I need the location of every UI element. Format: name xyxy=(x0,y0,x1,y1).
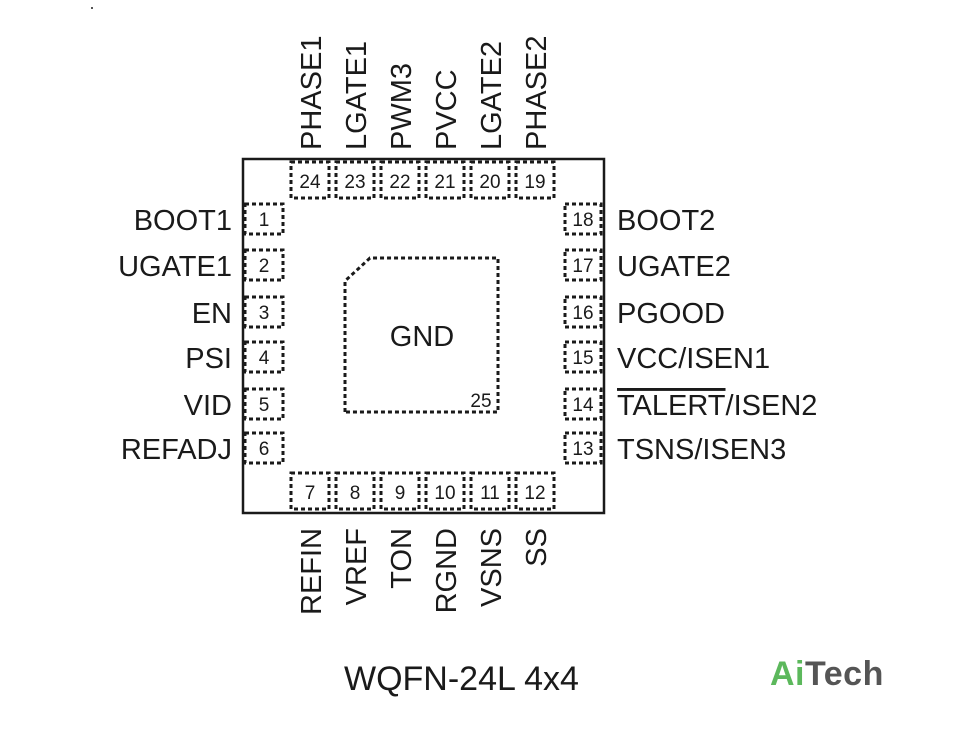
pin-19-number: 19 xyxy=(524,172,545,193)
pin-21-number: 21 xyxy=(434,172,455,193)
pin-12-label: SS xyxy=(521,528,553,567)
pin-22-number: 22 xyxy=(389,172,410,193)
pin-17-number: 17 xyxy=(572,256,593,277)
pin-4-label: PSI xyxy=(185,343,232,375)
stray-dot xyxy=(91,7,93,9)
pin-14-overline-part: TALERT xyxy=(617,390,726,422)
pin-8-label: VREF xyxy=(341,528,373,605)
package-caption: WQFN-24L 4x4 xyxy=(344,660,579,698)
pin-8-pad xyxy=(334,471,376,511)
pin-20-label: LGATE2 xyxy=(476,41,508,150)
pin-9-pad xyxy=(379,471,421,511)
pin-19-label: PHASE2 xyxy=(521,36,553,150)
exposed-pad xyxy=(343,256,500,414)
pin-10-pad xyxy=(424,471,466,511)
pin-1-label: BOOT1 xyxy=(134,205,232,237)
pin-18-pad xyxy=(563,202,603,236)
pin-13-pad xyxy=(563,431,603,465)
pin-4-number: 4 xyxy=(259,348,270,369)
pin-22-label: PWM3 xyxy=(386,63,418,150)
pin-17-label: UGATE2 xyxy=(617,251,731,283)
pin-7-label: REFIN xyxy=(296,528,328,615)
logo-ai-text: Ai xyxy=(770,655,805,693)
pin-9-label: TON xyxy=(386,528,418,589)
exposed-pad-number: 25 xyxy=(470,391,491,412)
pin-24-number: 24 xyxy=(299,172,321,193)
pin-9-number: 9 xyxy=(395,483,406,504)
pin-10-label: RGND xyxy=(431,528,463,613)
pin-10-number: 10 xyxy=(434,483,455,504)
pin-12-number: 12 xyxy=(524,483,545,504)
pin-13-label: TSNS/ISEN3 xyxy=(617,434,786,466)
pin-1-number: 1 xyxy=(259,210,270,231)
pin-6-number: 6 xyxy=(259,439,270,460)
pin-20-pad xyxy=(469,160,511,200)
pin-19-pad xyxy=(514,160,556,200)
pin-8-number: 8 xyxy=(350,483,361,504)
pin-6-label: REFADJ xyxy=(121,434,232,466)
pin-11-number: 11 xyxy=(480,483,500,504)
pin-2-label: UGATE1 xyxy=(118,251,232,283)
pin-3-pad xyxy=(243,295,285,329)
pin-21-label: PVCC xyxy=(431,69,463,150)
pin-5-label: VID xyxy=(184,390,232,422)
pin-18-number: 18 xyxy=(572,210,593,231)
pin-18-label: BOOT2 xyxy=(617,205,715,237)
pin-23-pad xyxy=(334,160,376,200)
ic-package-body xyxy=(241,157,606,515)
pin-7-pad xyxy=(289,471,331,511)
pin-5-number: 5 xyxy=(259,395,270,416)
aitech-logo: AiTech xyxy=(770,655,884,694)
pin-14-label: TALERT/ISEN2 xyxy=(617,390,817,422)
pin-21-pad xyxy=(424,160,466,200)
pin-16-label: PGOOD xyxy=(617,298,725,330)
pin-13-number: 13 xyxy=(572,439,593,460)
pin-14-pad xyxy=(563,387,603,421)
exposed-pad-label: GND xyxy=(390,321,454,353)
pin-15-label: VCC/ISEN1 xyxy=(617,343,770,375)
pin-17-pad xyxy=(563,248,603,282)
pin-16-number: 16 xyxy=(572,303,593,324)
pin-15-number: 15 xyxy=(572,348,593,369)
pin-2-pad xyxy=(243,248,285,282)
pin-24-pad xyxy=(289,160,331,200)
pin-3-label: EN xyxy=(192,298,232,330)
pin-6-pad xyxy=(243,431,285,465)
pin-2-number: 2 xyxy=(259,256,270,277)
pin-14-rest-part: /ISEN2 xyxy=(726,390,818,422)
pin-22-pad xyxy=(379,160,421,200)
pin-7-number: 7 xyxy=(305,483,316,504)
pin-23-number: 23 xyxy=(344,172,365,193)
pin-4-pad xyxy=(243,340,285,374)
logo-tech-text: Tech xyxy=(805,655,884,693)
pin-11-pad xyxy=(469,471,511,511)
pin-15-pad xyxy=(563,340,603,374)
pin-24-label: PHASE1 xyxy=(296,36,328,150)
pin-16-pad xyxy=(563,295,603,329)
pin-1-pad xyxy=(243,202,285,236)
pin-3-number: 3 xyxy=(259,303,270,324)
pin-5-pad xyxy=(243,387,285,421)
pin-23-label: LGATE1 xyxy=(341,41,373,150)
pin-12-pad xyxy=(514,471,556,511)
pin-14-number: 14 xyxy=(572,395,594,416)
pin-20-number: 20 xyxy=(479,172,500,193)
pin-11-label: VSNS xyxy=(476,528,508,607)
